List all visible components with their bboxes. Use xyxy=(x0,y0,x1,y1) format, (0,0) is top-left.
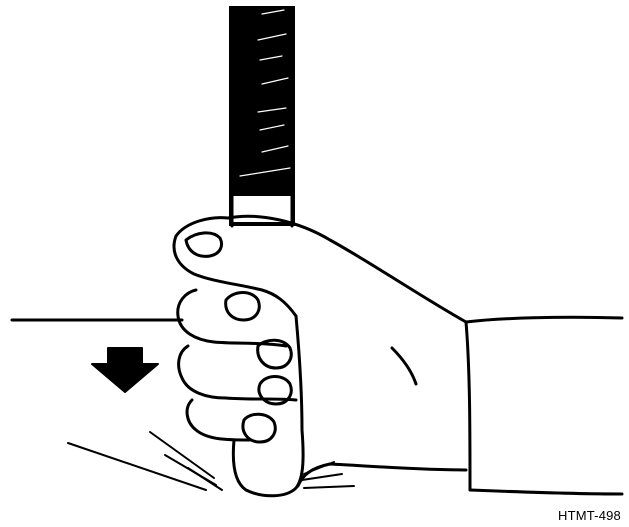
sleeve-cuff xyxy=(466,317,622,494)
down-arrow-icon xyxy=(92,348,158,392)
hand xyxy=(228,216,466,486)
figure-id-label: HTMT-498 xyxy=(558,508,621,523)
impact-lines xyxy=(68,432,354,490)
thumb xyxy=(174,218,296,316)
file-blade xyxy=(229,6,295,226)
